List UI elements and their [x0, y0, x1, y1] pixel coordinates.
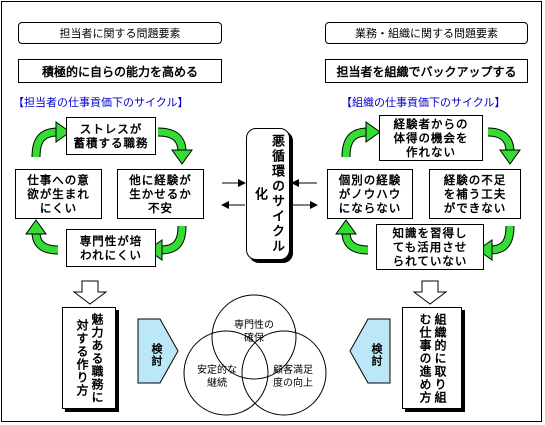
- venn-label-top: 専門性の 確保: [234, 320, 274, 344]
- right-section-title: 【組織の仕事貢価下のサイクル】: [341, 96, 506, 109]
- venn-label-left: 安定的な 継続: [197, 365, 237, 389]
- left-cycle-top: ストレスが 蓄積する職務: [66, 117, 156, 155]
- right-cycle-arrow-top-right: [487, 127, 521, 165]
- venn-label-right: 顧客満足 度の向上: [273, 365, 313, 389]
- venn-circle-top: [211, 294, 297, 380]
- left-review-arrow: [137, 318, 179, 384]
- right-outcome-box: 組織的に取り組む仕事の進め方: [402, 307, 462, 409]
- venn-circle-right: [241, 330, 327, 416]
- left-down-arrow: [72, 280, 108, 305]
- left-review-label: 検討: [150, 343, 163, 367]
- right-theme: 担当者を組織でバックアップする: [325, 59, 528, 83]
- left-cycle-arrow-bottom-left: [25, 219, 59, 255]
- left-theme: 積極的に自らの能力を高める: [18, 59, 222, 83]
- venn-circle-left: [183, 330, 269, 416]
- right-down-arrow: [412, 280, 448, 305]
- right-cycle-bottom: 知識を習得し ても活用させ られていない: [376, 224, 484, 270]
- right-cycle-arrow-bottom-right: [477, 225, 515, 261]
- left-cycle-right: 他に経験が 生かせるか 不安: [117, 169, 204, 219]
- right-cycle-top: 経験者からの 体得の機会を 作れない: [379, 115, 483, 161]
- right-cycle-arrow-top-left: [341, 121, 381, 158]
- right-review-label: 検討: [370, 343, 383, 367]
- left-cycle-left: 仕事への意 欲が生まれ にくい: [15, 169, 102, 219]
- right-cycle-right: 経験の不足 を補う工夫 ができない: [429, 169, 521, 219]
- left-header: 担当者に関する問題要素: [18, 22, 222, 44]
- left-outcome-box: 魅力ある職務に対する作り方: [62, 307, 116, 409]
- left-cycle-bottom: 専門性が培 われにくい: [66, 229, 156, 267]
- left-cycle-arrow-top-right: [157, 127, 193, 165]
- left-section-title: 【担当者の仕事貢価下のサイクル】: [13, 96, 189, 109]
- left-cycle-arrow-top-left: [31, 121, 71, 158]
- right-header: 業務・組織に関する問題要素: [325, 22, 528, 44]
- right-review-arrow: [349, 318, 391, 384]
- right-cycle-left: 個別の経験 がノウハウ にならない: [327, 169, 413, 219]
- vicious-cycle-box: 悪循環のサイクル化: [246, 128, 290, 260]
- right-cycle-arrow-bottom-left: [335, 219, 369, 255]
